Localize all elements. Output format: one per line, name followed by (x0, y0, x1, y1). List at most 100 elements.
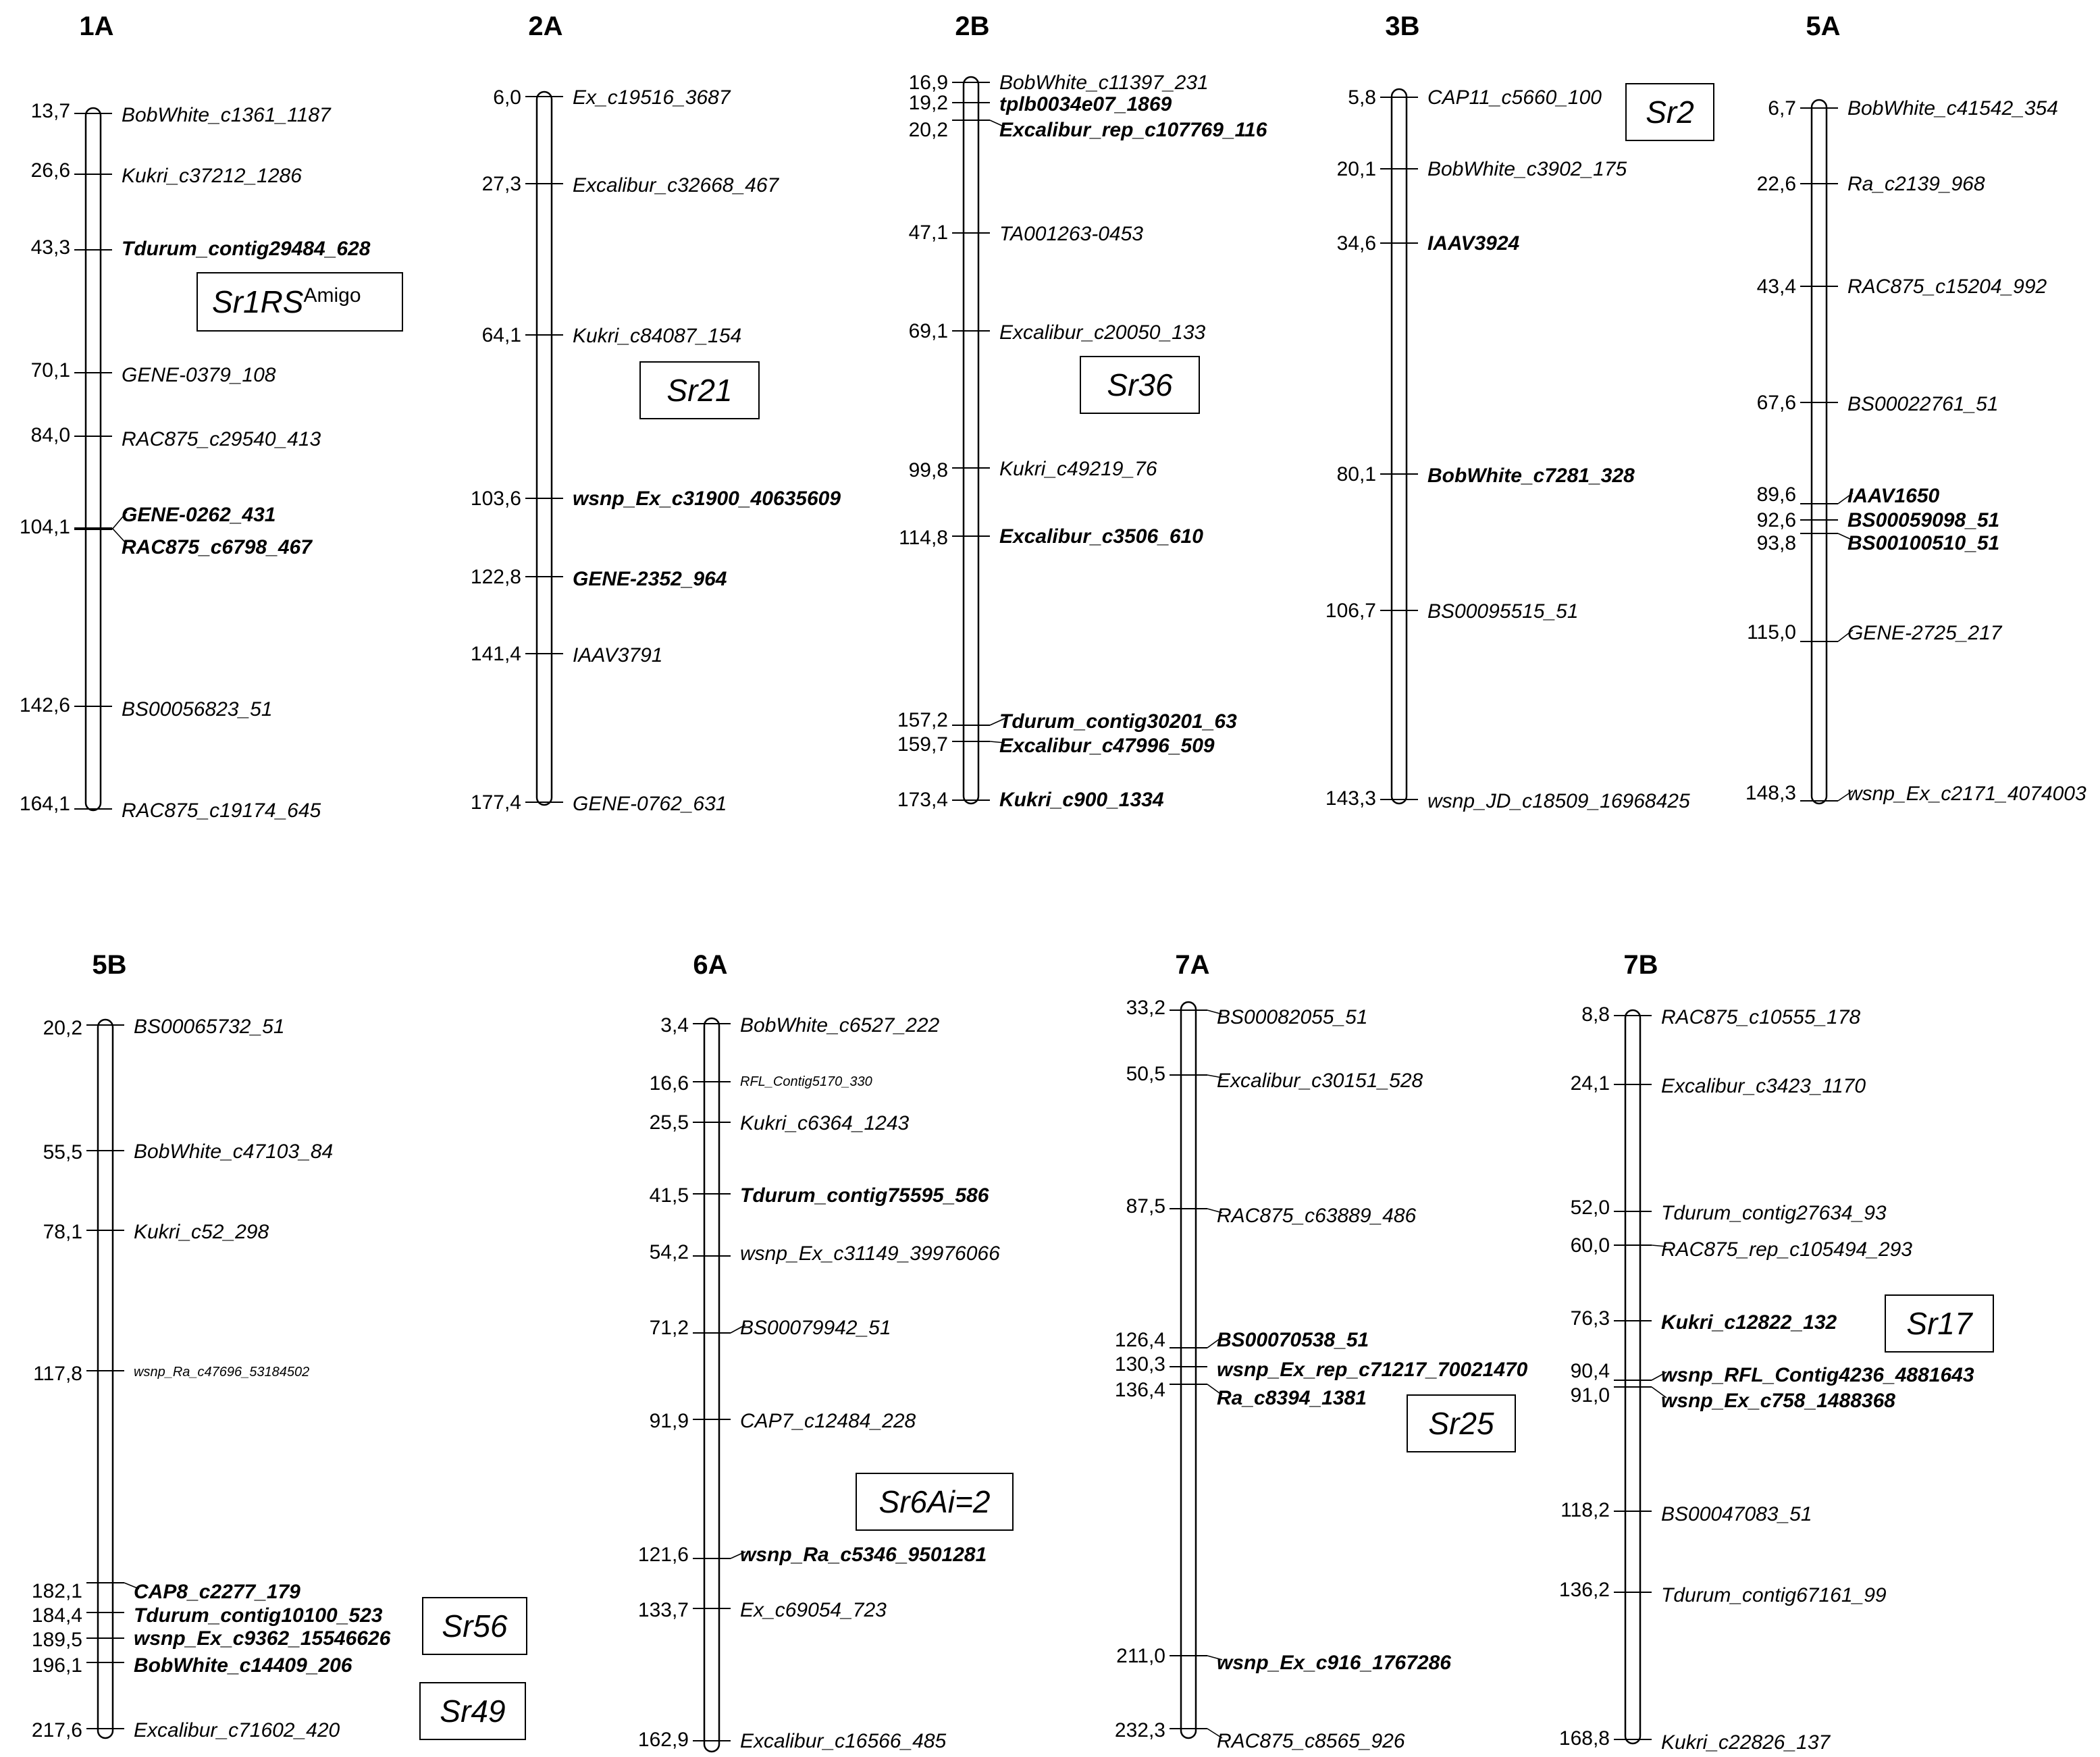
marker-name: wsnp_Ex_c31900_40635609 (573, 488, 841, 510)
resistance-gene-box (856, 1473, 1014, 1531)
marker-position: 130,3 (1115, 1353, 1165, 1375)
marker-name: Ex_c69054_723 (740, 1599, 887, 1621)
marker-connector (989, 741, 1005, 743)
chromosome-title: 5A (1806, 11, 1840, 41)
marker-position: 16,6 (650, 1072, 689, 1095)
gene-name: Sr17 (1906, 1306, 1973, 1341)
marker-position: 41,5 (650, 1184, 689, 1207)
marker-position: 106,7 (1325, 600, 1376, 622)
chromosome-bar (703, 1017, 720, 1753)
gene-name: Sr6Ai=2 (879, 1484, 991, 1519)
chromosome-title: 3B (1385, 11, 1419, 41)
marker-position: 70,1 (31, 359, 70, 382)
marker-connector (730, 1324, 746, 1334)
marker-name: Kukri_c49219_76 (999, 458, 1157, 480)
marker-position: 121,6 (638, 1544, 689, 1566)
marker-name: RAC875_c19174_645 (122, 799, 321, 822)
marker-connector (1207, 1728, 1223, 1739)
marker-position: 211,0 (1116, 1645, 1165, 1667)
resistance-gene-label: Sr2 (1646, 95, 1694, 130)
marker-name: Kukri_c84087_154 (573, 325, 741, 347)
marker-connector (1651, 1371, 1667, 1381)
marker-name: GENE-2725_217 (1847, 622, 2003, 644)
marker-name: TA001263-0453 (999, 223, 1143, 245)
marker-position: 196,1 (32, 1654, 82, 1677)
resistance-gene-label: Sr49 (440, 1694, 505, 1729)
marker-name: wsnp_Ex_c9362_15546626 (134, 1627, 391, 1650)
chromosome-title: 6A (693, 950, 727, 980)
gene-name: Sr2 (1646, 95, 1694, 130)
marker-name: wsnp_Ex_c916_1767286 (1217, 1652, 1451, 1674)
marker-name: tplb0034e07_1869 (999, 93, 1172, 115)
marker-name: Excalibur_c20050_133 (999, 321, 1206, 344)
marker-position: 103,6 (471, 488, 521, 510)
marker-position: 177,4 (471, 791, 521, 814)
gene-name: Sr49 (440, 1694, 505, 1729)
marker-name: Excalibur_c30151_528 (1217, 1070, 1423, 1092)
marker-name: RAC875_c29540_413 (122, 428, 321, 450)
resistance-gene-box (419, 1682, 526, 1740)
marker-name: BobWhite_c41542_354 (1847, 97, 2058, 120)
chromosome-bar (1810, 99, 1828, 805)
marker-position: 84,0 (31, 424, 70, 446)
marker-position: 148,3 (1745, 782, 1796, 804)
marker-connector (1207, 1384, 1223, 1396)
marker-name: RAC875_c6798_467 (122, 536, 313, 558)
marker-position: 133,7 (638, 1599, 689, 1621)
chromosome-bar (1180, 1001, 1197, 1739)
marker-name: wsnp_Ra_c47696_53184502 (134, 1365, 309, 1380)
marker-name: BS00095515_51 (1427, 600, 1579, 623)
marker-position: 52,0 (1571, 1197, 1610, 1219)
marker-position: 182,1 (32, 1580, 82, 1602)
marker-name: Excalibur_c71602_420 (134, 1719, 340, 1741)
marker-name: Tdurum_contig30201_63 (999, 710, 1237, 733)
marker-connector (1837, 492, 1854, 504)
marker-name: BobWhite_c14409_206 (134, 1654, 352, 1677)
marker-position: 50,5 (1126, 1063, 1165, 1085)
chromosome-title: 1A (79, 11, 113, 41)
marker-name: Excalibur_c47996_509 (999, 735, 1215, 757)
chromosome-bar (1624, 1009, 1642, 1745)
marker-name: Kukri_c37212_1286 (122, 165, 302, 187)
marker-position: 76,3 (1571, 1307, 1610, 1330)
marker-name: RFL_Contig5170_330 (740, 1074, 872, 1089)
resistance-gene-label: Sr25 (1428, 1406, 1494, 1441)
marker-position: 43,3 (31, 236, 70, 259)
gene-name: Sr56 (442, 1608, 508, 1644)
marker-name: wsnp_JD_c18509_16968425 (1427, 790, 1690, 812)
marker-name: GENE-0262_431 (122, 504, 276, 526)
marker-name: BS00047083_51 (1661, 1503, 1812, 1525)
marker-position: 115,0 (1747, 621, 1796, 644)
marker-position: 20,2 (43, 1017, 82, 1039)
resistance-gene-label: Sr56 (442, 1608, 508, 1644)
marker-name: BS00059098_51 (1847, 509, 1999, 531)
marker-position: 168,8 (1559, 1727, 1610, 1750)
marker-name: Excalibur_c16566_485 (740, 1730, 947, 1752)
marker-position: 232,3 (1115, 1719, 1165, 1741)
marker-name: IAAV1650 (1847, 485, 1940, 507)
marker-connector (1207, 1074, 1223, 1078)
marker-name: CAP11_c5660_100 (1427, 86, 1602, 109)
marker-position: 8,8 (1581, 1003, 1610, 1026)
marker-position: 64,1 (482, 324, 521, 346)
chromosome-title: 5B (92, 950, 126, 980)
marker-name: Excalibur_c3423_1170 (1661, 1075, 1866, 1097)
marker-name: CAP8_c2277_179 (134, 1581, 300, 1603)
marker-position: 91,0 (1571, 1384, 1610, 1407)
gene-name: Sr36 (1107, 367, 1173, 402)
marker-name: GENE-0379_108 (122, 364, 276, 386)
marker-name: BobWhite_c6527_222 (740, 1014, 940, 1037)
marker-connector (1837, 533, 1854, 541)
marker-name: wsnp_Ex_c758_1488368 (1661, 1390, 1895, 1412)
resistance-gene-label: Sr21 (666, 373, 732, 408)
marker-connector (124, 1582, 140, 1590)
resistance-gene-label: Sr6Ai=2 (879, 1484, 991, 1519)
marker-position: 69,1 (909, 320, 948, 342)
marker-position: 141,4 (471, 643, 521, 665)
marker-connector (989, 718, 1005, 726)
marker-position: 93,8 (1757, 532, 1796, 554)
marker-name: RAC875_c63889_486 (1217, 1205, 1417, 1227)
